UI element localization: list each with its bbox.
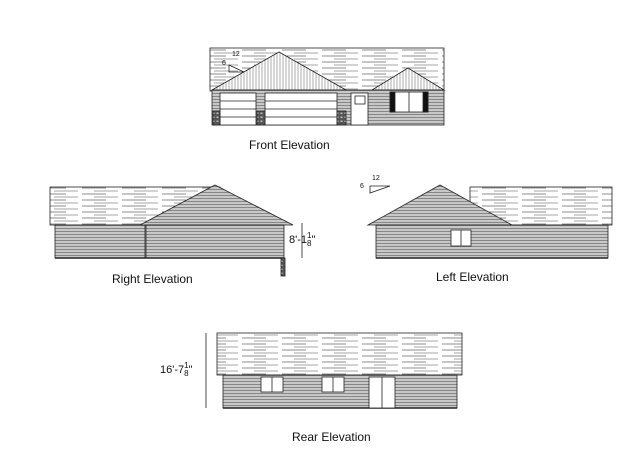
dim-unit: " xyxy=(311,233,316,246)
front-elevation xyxy=(209,47,446,126)
rear-elevation xyxy=(205,332,463,409)
left-elevation-label: Left Elevation xyxy=(436,270,509,284)
dim-whole: 16'-7 xyxy=(160,363,185,376)
right-elevation-label: Right Elevation xyxy=(112,272,193,286)
front-pitch-run: 12 xyxy=(232,51,240,58)
dim-whole: 8'-1 xyxy=(289,233,307,246)
dim-unit: " xyxy=(188,363,193,376)
left-elevation xyxy=(366,184,613,259)
dim-num: 1 xyxy=(184,361,189,370)
pitch-rise: 6 xyxy=(360,183,364,190)
pitch-run: 12 xyxy=(372,175,380,182)
roof-pitch-symbol xyxy=(369,185,391,194)
front-elevation-label: Front Elevation xyxy=(249,138,330,152)
dim-den: 8 xyxy=(184,369,189,378)
rear-elevation-label: Rear Elevation xyxy=(292,430,371,444)
dim-num: 1 xyxy=(307,231,312,240)
right-elevation xyxy=(49,184,303,277)
dim-den: 8 xyxy=(307,239,312,248)
front-pitch-rise: 6 xyxy=(222,60,226,67)
